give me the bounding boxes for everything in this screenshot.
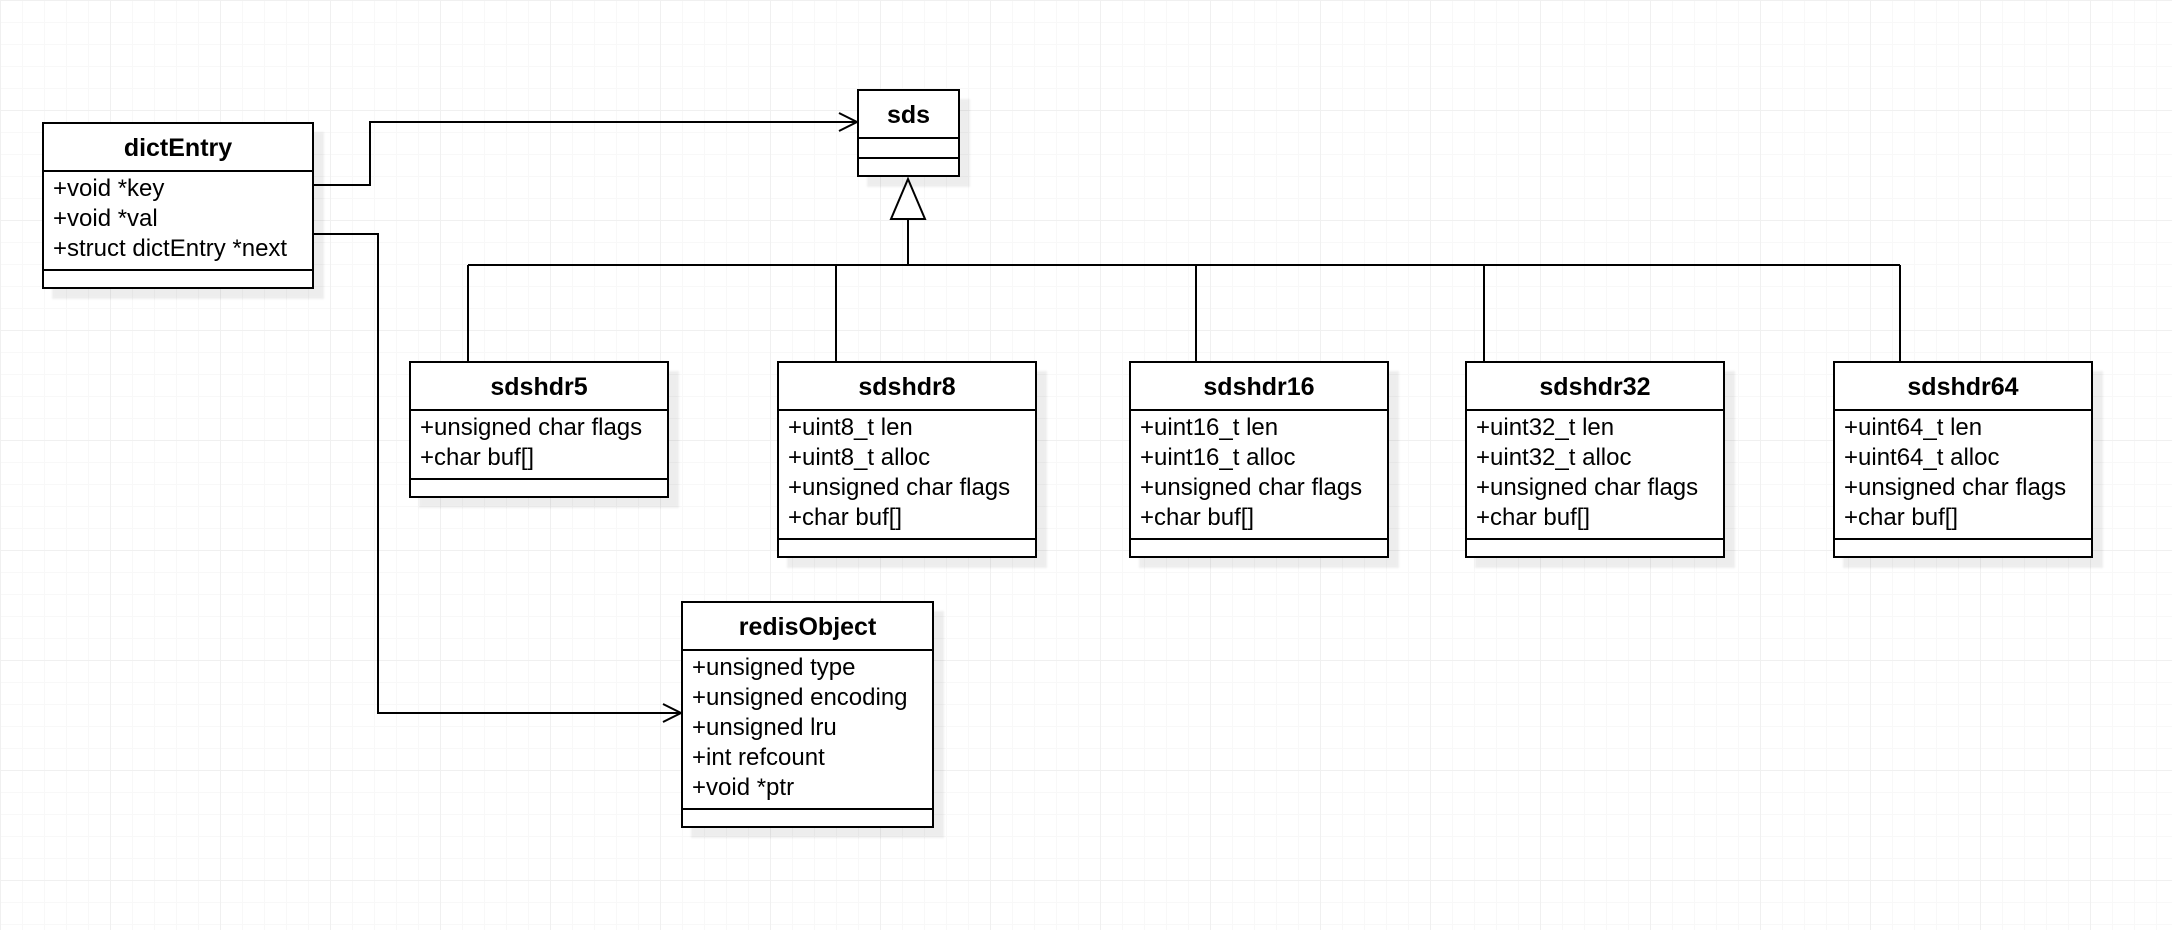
attribute: +uint8_t len [788,414,913,441]
attribute: +uint32_t len [1476,414,1615,441]
attribute: +char buf[] [1476,504,1591,531]
class-operations [859,159,958,175]
attribute: +void *key [53,175,165,202]
attribute: +unsigned encoding [692,684,908,711]
attribute: +char buf[] [420,444,535,471]
association-key-to-sds[interactable] [314,121,857,186]
class-sdshdr32[interactable]: sdshdr32 +uint32_t len +uint32_t alloc +… [1465,361,1725,558]
class-name: sdshdr5 [411,363,667,411]
attribute: +unsigned char flags [1844,474,2067,501]
class-sdshdr8[interactable]: sdshdr8 +uint8_t len +uint8_t alloc +uns… [777,361,1037,558]
class-operations [779,540,1035,556]
class-attributes: +unsigned char flags +char buf[] [411,411,667,480]
attribute: +char buf[] [1140,504,1255,531]
attribute: +char buf[] [1844,504,1959,531]
attribute: +uint32_t alloc [1476,444,1632,471]
class-attributes: +unsigned type +unsigned encoding +unsig… [683,651,932,810]
class-attributes [859,139,958,159]
attribute: +void *val [53,205,158,232]
class-name: sds [859,91,958,139]
class-operations [44,271,312,287]
attribute: +char buf[] [788,504,903,531]
association-val-to-redisobject[interactable] [314,233,681,714]
attribute: +uint16_t alloc [1140,444,1296,471]
class-attributes: +uint16_t len +uint16_t alloc +unsigned … [1131,411,1387,540]
attribute: +uint8_t alloc [788,444,931,471]
generalization-triangle-icon [889,176,927,220]
attribute: +unsigned type [692,654,856,681]
class-operations [1835,540,2091,556]
class-sdshdr5[interactable]: sdshdr5 +unsigned char flags +char buf[] [409,361,669,498]
attribute: +int refcount [692,744,825,771]
class-sdshdr16[interactable]: sdshdr16 +uint16_t len +uint16_t alloc +… [1129,361,1389,558]
class-operations [683,810,932,826]
class-name: dictEntry [44,124,312,172]
attribute: +unsigned lru [692,714,837,741]
class-attributes: +uint8_t len +uint8_t alloc +unsigned ch… [779,411,1035,540]
attribute: +unsigned char flags [420,414,643,441]
class-operations [411,480,667,496]
class-name: sdshdr16 [1131,363,1387,411]
class-operations [1131,540,1387,556]
attribute: +unsigned char flags [1476,474,1699,501]
class-attributes: +uint64_t len +uint64_t alloc +unsigned … [1835,411,2091,540]
class-redisobject[interactable]: redisObject +unsigned type +unsigned enc… [681,601,934,828]
attribute: +void *ptr [692,774,795,801]
attribute: +unsigned char flags [1140,474,1363,501]
class-attributes: +uint32_t len +uint32_t alloc +unsigned … [1467,411,1723,540]
class-sds[interactable]: sds [857,89,960,177]
class-name: redisObject [683,603,932,651]
class-name: sdshdr32 [1467,363,1723,411]
attribute: +uint16_t len [1140,414,1279,441]
class-dictentry[interactable]: dictEntry +void *key +void *val +struct … [42,122,314,289]
attribute: +unsigned char flags [788,474,1011,501]
class-sdshdr64[interactable]: sdshdr64 +uint64_t len +uint64_t alloc +… [1833,361,2093,558]
class-name: sdshdr8 [779,363,1035,411]
class-name: sdshdr64 [1835,363,2091,411]
attribute: +uint64_t alloc [1844,444,2000,471]
attribute: +struct dictEntry *next [53,235,288,262]
class-operations [1467,540,1723,556]
class-attributes: +void *key +void *val +struct dictEntry … [44,172,312,271]
attribute: +uint64_t len [1844,414,1983,441]
